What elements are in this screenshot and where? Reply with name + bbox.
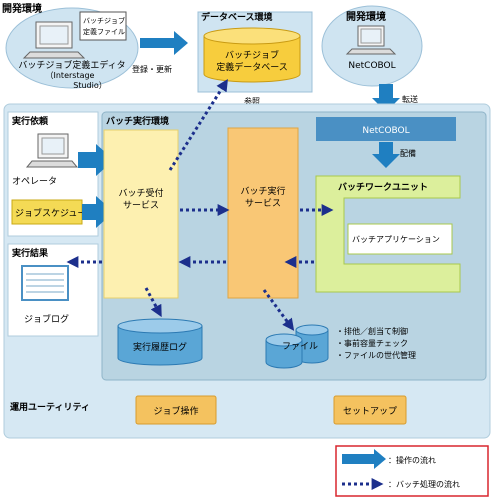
- receive-to-history-flow: [144, 287, 162, 318]
- editor-computer-icon: [22, 21, 86, 59]
- file-db: ファイル: [265, 324, 329, 369]
- dev-env-left-title: 開発環境: [2, 2, 42, 15]
- receive-service-line2: サービス: [123, 200, 159, 211]
- receive-service-line1: バッチ受付: [118, 187, 163, 199]
- register-arrow: [140, 31, 188, 55]
- dev-env-right-title: 開発環境: [346, 10, 386, 23]
- netcobol-computer-icon: [345, 25, 397, 55]
- batch-app-label: バッチアプリケーション: [352, 235, 440, 244]
- feature-item: ・事前容量チェック: [336, 338, 408, 348]
- batch-exec-env-title: バッチ実行環境: [106, 115, 169, 127]
- legend-operation-label: ：操作の流れ: [388, 455, 436, 465]
- exec-result-title: 実行結果: [12, 247, 49, 259]
- deploy-arrow: [372, 142, 400, 168]
- feature-item: ・排他／創当て制御: [336, 326, 408, 336]
- legend-operation-arrow: [342, 449, 386, 469]
- feature-item: ・ファイルの世代管理: [336, 350, 416, 360]
- transfer-label: 転送: [402, 94, 418, 104]
- job-scheduler-label: ジョブスケジューラ: [15, 207, 95, 219]
- definition-file-icon: バッチジョブ 定義ファイル: [79, 11, 127, 41]
- netcobol-bar: [316, 117, 456, 141]
- exec-service-line2: サービス: [245, 198, 281, 209]
- batch-exec-service: [227, 127, 299, 299]
- editor-label-line2: （Interstage: [46, 71, 95, 80]
- receive-to-db-flow: [168, 78, 228, 171]
- reference-label: 参照: [244, 96, 260, 106]
- legend-batch-label: ：バッチ処理の流れ: [388, 479, 460, 489]
- exec-history-log-db: 実行履歴ログ: [117, 318, 203, 366]
- work-unit-label: バッチワークユニット: [338, 182, 428, 193]
- editor-label-line1: バッチジョブ定義エディタ: [18, 59, 125, 71]
- batch-app-box: [347, 223, 453, 255]
- exec-to-file-flow: [262, 289, 295, 331]
- register-update-label: 登録・更新: [132, 64, 172, 74]
- history-log-label: 実行履歴ログ: [133, 341, 187, 353]
- deploy-label: 配備: [400, 148, 416, 158]
- file-label: ファイル: [282, 342, 318, 352]
- db-label-line2: 定義データベース: [216, 61, 288, 73]
- ops-utility-title: 運用ユーティリティ: [10, 402, 90, 413]
- netcobol-bar-label: NetCOBOL: [362, 126, 409, 136]
- operator-computer-icon: [25, 133, 79, 168]
- setup-label: セットアップ: [343, 406, 397, 417]
- exec-request-title: 実行依頼: [12, 115, 49, 127]
- file-tag-line2: 定義ファイル: [83, 27, 125, 36]
- definition-database: バッチジョブ 定義データベース: [203, 27, 301, 83]
- file-tag-line1: バッチジョブ: [83, 16, 125, 25]
- batch-receive-service: [103, 129, 179, 299]
- setup-box: [333, 395, 407, 425]
- legend-box: [335, 445, 489, 497]
- db-label-line1: バッチジョブ: [225, 49, 279, 61]
- job-ops-box: [135, 395, 217, 425]
- netcobol-dev-label: NetCOBOL: [348, 61, 395, 71]
- job-ops-label: ジョブ操作: [153, 405, 198, 417]
- exec-service-line1: バッチ実行: [240, 185, 285, 197]
- scheduler-to-receive-arrow: [82, 196, 114, 228]
- job-log-document-icon: [21, 265, 69, 301]
- editor-label-line3: Studio）: [73, 81, 106, 90]
- batch-work-unit: [315, 175, 461, 293]
- operator-label: オペレータ: [12, 176, 57, 187]
- job-log-label: ジョブログ: [24, 313, 69, 325]
- database-env-title: データベース環境: [201, 11, 273, 23]
